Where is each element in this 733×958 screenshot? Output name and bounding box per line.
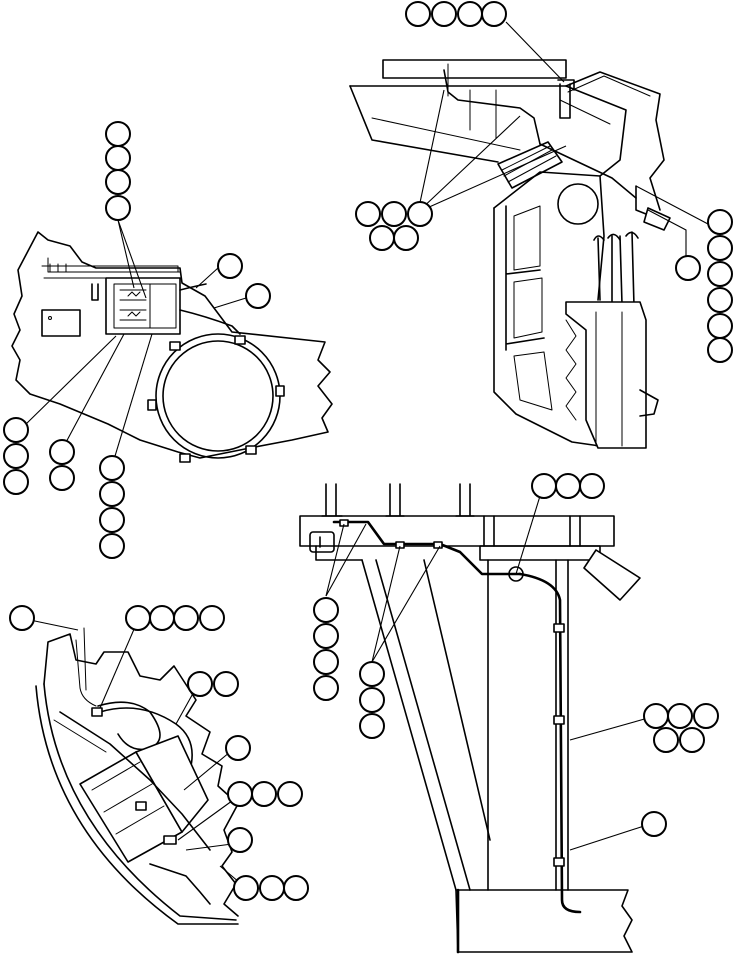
callout-balloon[interactable] — [707, 261, 733, 287]
callout-balloon[interactable] — [641, 811, 667, 837]
callout-balloon[interactable] — [227, 827, 253, 853]
callout-balloon[interactable] — [679, 727, 705, 753]
callout-balloon[interactable] — [3, 417, 29, 443]
callout-balloon[interactable] — [707, 313, 733, 339]
callout-balloon[interactable] — [173, 605, 199, 631]
callout-balloon[interactable] — [217, 253, 243, 279]
callout-balloon[interactable] — [251, 781, 277, 807]
callout-balloon[interactable] — [707, 235, 733, 261]
callout-balloon[interactable] — [555, 473, 581, 499]
callout-balloon[interactable] — [3, 443, 29, 469]
callout-balloon[interactable] — [49, 439, 75, 465]
callout-balloon[interactable] — [105, 121, 131, 147]
callout-balloon[interactable] — [105, 195, 131, 221]
callout-balloon[interactable] — [481, 1, 507, 27]
callout-balloon[interactable] — [105, 169, 131, 195]
callout-balloon[interactable] — [653, 727, 679, 753]
leader-lines — [23, 21, 709, 889]
callout-balloon[interactable] — [313, 675, 339, 701]
callout-balloon[interactable] — [213, 671, 239, 697]
view-boom — [299, 483, 641, 954]
callout-balloon[interactable] — [369, 225, 395, 251]
callout-balloon[interactable] — [99, 507, 125, 533]
callout-balloon[interactable] — [259, 875, 285, 901]
callout-balloon[interactable] — [381, 201, 407, 227]
callout-balloon[interactable] — [457, 1, 483, 27]
callout-balloon[interactable] — [9, 605, 35, 631]
callout-balloon[interactable] — [359, 687, 385, 713]
callout-balloon[interactable] — [225, 735, 251, 761]
callout-balloon[interactable] — [643, 703, 669, 729]
callout-balloon[interactable] — [579, 473, 605, 499]
callout-balloon[interactable] — [149, 605, 175, 631]
callout-balloon[interactable] — [99, 455, 125, 481]
callout-balloon[interactable] — [359, 661, 385, 687]
callout-balloon[interactable] — [245, 283, 271, 309]
callout-balloon[interactable] — [3, 469, 29, 495]
callout-balloon[interactable] — [99, 533, 125, 559]
view-cab-panel — [349, 59, 671, 449]
callout-balloon[interactable] — [313, 623, 339, 649]
callout-balloon[interactable] — [313, 649, 339, 675]
callout-balloon[interactable] — [313, 597, 339, 623]
callout-balloon[interactable] — [277, 781, 303, 807]
callout-balloon[interactable] — [49, 465, 75, 491]
callout-balloon[interactable] — [693, 703, 719, 729]
view-junction-box — [11, 231, 333, 463]
callout-balloon[interactable] — [393, 225, 419, 251]
callout-balloon[interactable] — [187, 671, 213, 697]
callout-balloon[interactable] — [199, 605, 225, 631]
callout-balloon[interactable] — [359, 713, 385, 739]
view-housing — [35, 627, 239, 925]
callout-balloon[interactable] — [125, 605, 151, 631]
callout-balloon[interactable] — [707, 209, 733, 235]
callout-balloon[interactable] — [707, 337, 733, 363]
callout-balloon[interactable] — [233, 875, 259, 901]
callout-balloon[interactable] — [405, 1, 431, 27]
callout-balloon[interactable] — [283, 875, 309, 901]
callout-balloon[interactable] — [227, 781, 253, 807]
callout-balloon[interactable] — [99, 481, 125, 507]
callout-balloon[interactable] — [667, 703, 693, 729]
callout-balloon[interactable] — [355, 201, 381, 227]
callout-balloon[interactable] — [675, 255, 701, 281]
callout-balloon[interactable] — [531, 473, 557, 499]
callout-balloon[interactable] — [431, 1, 457, 27]
callout-balloon[interactable] — [105, 145, 131, 171]
balloons — [3, 1, 733, 901]
callout-balloon[interactable] — [707, 287, 733, 313]
callout-balloon[interactable] — [407, 201, 433, 227]
